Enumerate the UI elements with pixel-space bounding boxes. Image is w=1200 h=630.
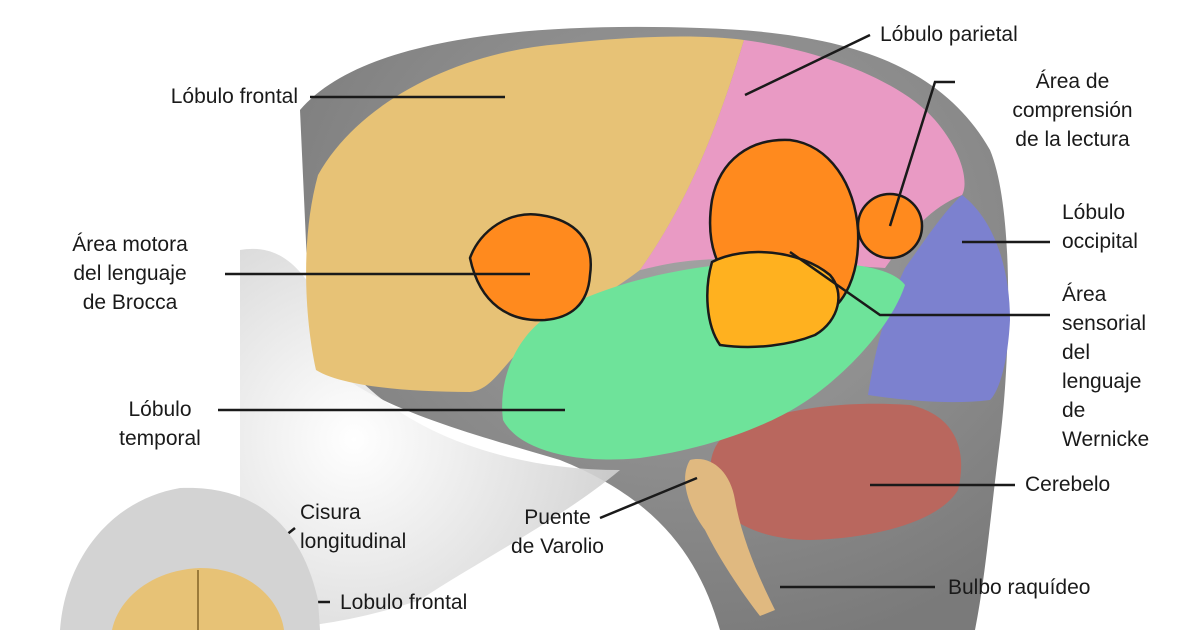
label-reading-line-3: de la lectura xyxy=(1015,128,1130,151)
label-frontal-lobe-line: Lóbulo frontal xyxy=(170,85,298,108)
label-pons: Puente de Varolio xyxy=(495,503,620,561)
label-cerebellum: Cerebelo xyxy=(1025,470,1110,499)
cerebellum xyxy=(710,403,962,540)
label-medulla: Bulbo raquídeo xyxy=(948,573,1090,602)
label-medulla-line: Bulbo raquídeo xyxy=(948,576,1091,599)
label-fissure-line-2: longitudinal xyxy=(300,530,407,553)
label-wernicke-line-6: Wernicke xyxy=(1062,428,1150,451)
broca-area xyxy=(468,212,593,322)
occipital-lobe xyxy=(868,195,1010,403)
leader-parietal xyxy=(744,33,871,97)
leader-pons xyxy=(599,476,698,520)
label-longitudinal-fissure: Cisura longitudinal xyxy=(300,498,406,556)
leader-wernicke xyxy=(789,250,1050,317)
label-cerebellum-line: Cerebelo xyxy=(1025,473,1111,496)
label-frontal-lobe-top-view: Lobulo frontal xyxy=(340,588,467,617)
label-broca-area: Área motora del lenguaje de Brocca xyxy=(40,230,220,317)
label-parietal-lobe: Lóbulo parietal xyxy=(880,20,1018,49)
label-wernicke-line-4: lenguaje xyxy=(1062,370,1142,393)
label-occipital-lobe: Lóbulo occipital xyxy=(1062,198,1138,256)
leader-lines xyxy=(204,33,1050,604)
wernicke-area-lower xyxy=(706,250,840,349)
label-wernicke-area: Área sensorial del lenguaje de Wernicke xyxy=(1062,280,1149,454)
label-occipital-line-1: Lóbulo xyxy=(1062,201,1126,224)
label-pons-line-1: Puente xyxy=(524,506,591,529)
label-frontal-lobe: Lóbulo frontal xyxy=(60,82,298,111)
leader-reading xyxy=(888,80,955,227)
label-fissure-line-1: Cisura xyxy=(300,501,361,524)
label-frontal2-line: Lobulo frontal xyxy=(340,591,468,614)
label-parietal-lobe-line: Lóbulo parietal xyxy=(880,23,1018,46)
label-broca-line-1: Área motora xyxy=(72,233,188,256)
label-reading-area: Área de comprensión de la lectura xyxy=(955,67,1190,154)
label-temporal-line-2: temporal xyxy=(119,427,201,450)
brainstem xyxy=(685,459,775,616)
label-wernicke-line-2: sensorial xyxy=(1062,312,1147,335)
label-wernicke-line-1: Área xyxy=(1062,283,1107,306)
label-wernicke-line-3: del xyxy=(1062,341,1091,364)
label-temporal-line-1: Lóbulo xyxy=(128,398,192,421)
label-reading-line-2: comprensión xyxy=(1012,99,1133,122)
label-temporal-lobe: Lóbulo temporal xyxy=(105,395,215,453)
label-broca-line-2: del lenguaje xyxy=(73,262,187,285)
label-pons-line-2: de Varolio xyxy=(510,535,604,558)
label-wernicke-line-5: de xyxy=(1062,399,1086,422)
label-broca-line-3: de Brocca xyxy=(82,291,178,314)
label-occipital-line-2: occipital xyxy=(1062,230,1138,253)
label-reading-line-1: Área de xyxy=(1035,70,1110,93)
